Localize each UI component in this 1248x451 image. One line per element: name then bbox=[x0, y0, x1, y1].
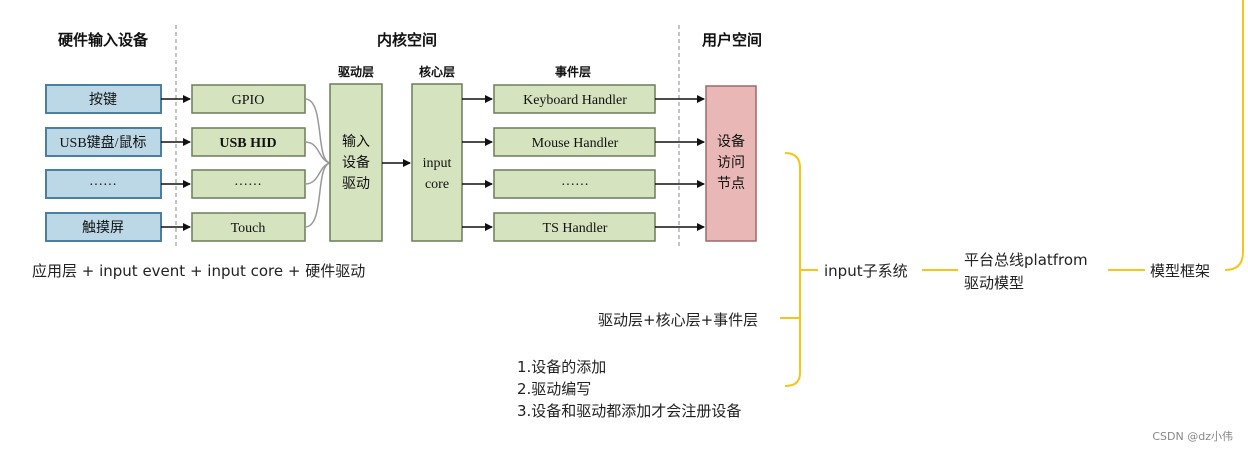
bracket-subsystem bbox=[784, 152, 801, 387]
header-event-layer: 事件层 bbox=[555, 64, 591, 79]
handler-label: Mouse Handler bbox=[532, 136, 619, 151]
device-box bbox=[45, 127, 162, 157]
handler-box bbox=[493, 169, 656, 199]
driver-label: GPIO bbox=[232, 93, 265, 108]
mindmap-layers: 驱动层+核心层+事件层 bbox=[598, 311, 758, 329]
device-label: 按键 bbox=[89, 92, 117, 108]
device-box bbox=[45, 84, 162, 114]
merge-curves bbox=[304, 98, 331, 228]
merge-curve bbox=[304, 98, 331, 164]
driver-block-line: 输入 bbox=[342, 134, 370, 150]
handler-node-arrows bbox=[655, 95, 705, 231]
merge-curve bbox=[304, 162, 331, 228]
node-block-line: 设备 bbox=[717, 133, 745, 150]
mindmap-step: 3.设备和驱动都添加才会注册设备 bbox=[517, 402, 741, 420]
handler-box bbox=[493, 212, 656, 242]
node-block-line: 节点 bbox=[717, 176, 745, 192]
header-kernel: 内核空间 bbox=[377, 31, 437, 49]
watermark: CSDN @dz小伟 bbox=[1152, 430, 1233, 443]
device-label: USB键盘/鼠标 bbox=[59, 134, 146, 151]
core-handler-arrows bbox=[462, 95, 493, 231]
mindmap-connectors bbox=[780, 0, 1244, 387]
mindmap-platform-line: 驱动模型 bbox=[964, 274, 1024, 292]
driver-label: USB HID bbox=[219, 136, 276, 151]
handler-label: Keyboard Handler bbox=[523, 93, 627, 108]
connector-framework-up bbox=[1224, 0, 1244, 271]
mindmap-step: 1.设备的添加 bbox=[517, 358, 606, 376]
header-hardware: 硬件输入设备 bbox=[58, 31, 149, 49]
device-driver-arrows bbox=[161, 95, 191, 231]
driver-label: ······ bbox=[234, 178, 262, 193]
driver-box bbox=[191, 212, 306, 242]
driver-block-line: 设备 bbox=[342, 154, 370, 171]
header-driver-layer: 驱动层 bbox=[338, 65, 374, 79]
mindmap-input-subsystem: input子系统 bbox=[824, 262, 908, 280]
device-box bbox=[45, 212, 162, 242]
core-block-line: core bbox=[425, 177, 449, 192]
core-block-line: input bbox=[423, 156, 452, 171]
handler-box bbox=[493, 84, 656, 114]
mindmap-platform-line: 平台总线platfrom bbox=[964, 251, 1088, 269]
node-block-line: 访问 bbox=[717, 155, 745, 171]
mindmap-step: 2.驱动编写 bbox=[517, 380, 591, 398]
header-core-layer: 核心层 bbox=[419, 64, 455, 79]
diagram-caption: 应用层 + input event + input core + 硬件驱动 bbox=[32, 262, 365, 280]
mindmap-framework: 模型框架 bbox=[1150, 262, 1210, 280]
driver-label: Touch bbox=[231, 221, 266, 236]
driver-layer-block bbox=[329, 83, 383, 242]
handler-column: Keyboard Handler Mouse Handler ······ TS… bbox=[493, 84, 656, 242]
device-column: 按键 USB键盘/鼠标 ······ 触摸屏 bbox=[45, 84, 162, 242]
handler-box bbox=[493, 127, 656, 157]
handler-label: ······ bbox=[561, 178, 589, 193]
handler-label: TS Handler bbox=[543, 221, 608, 236]
core-layer-block bbox=[411, 83, 463, 242]
device-label: 触摸屏 bbox=[82, 220, 124, 236]
device-label: ······ bbox=[89, 178, 117, 193]
merge-curve bbox=[304, 141, 331, 164]
device-node-block bbox=[705, 85, 757, 242]
header-user: 用户空间 bbox=[702, 31, 762, 49]
driver-column: GPIO USB HID ······ Touch bbox=[191, 84, 306, 242]
driver-block-line: 驱动 bbox=[342, 176, 370, 192]
